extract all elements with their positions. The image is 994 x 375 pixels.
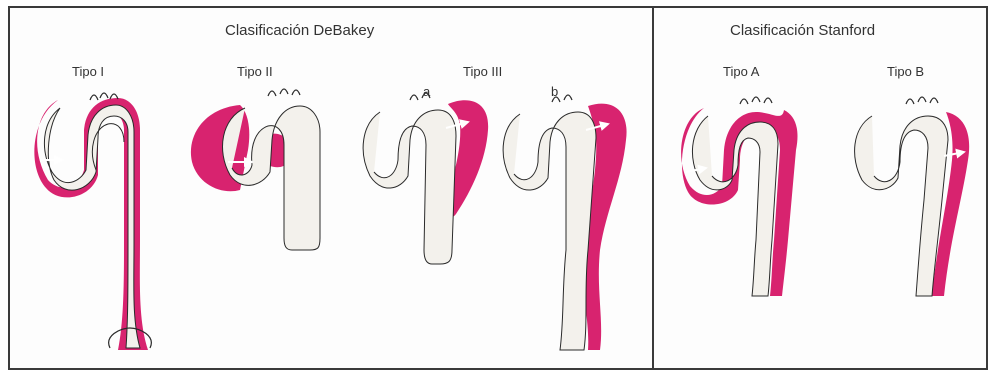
aorta-tipo-a (681, 97, 797, 296)
aorta-tipo-3a (363, 93, 488, 264)
aorta-tipo-b (855, 97, 970, 296)
aorta-tipo-1 (34, 93, 151, 350)
aorta-tipo-3b (503, 95, 626, 350)
aorta-tipo-2 (191, 89, 320, 250)
